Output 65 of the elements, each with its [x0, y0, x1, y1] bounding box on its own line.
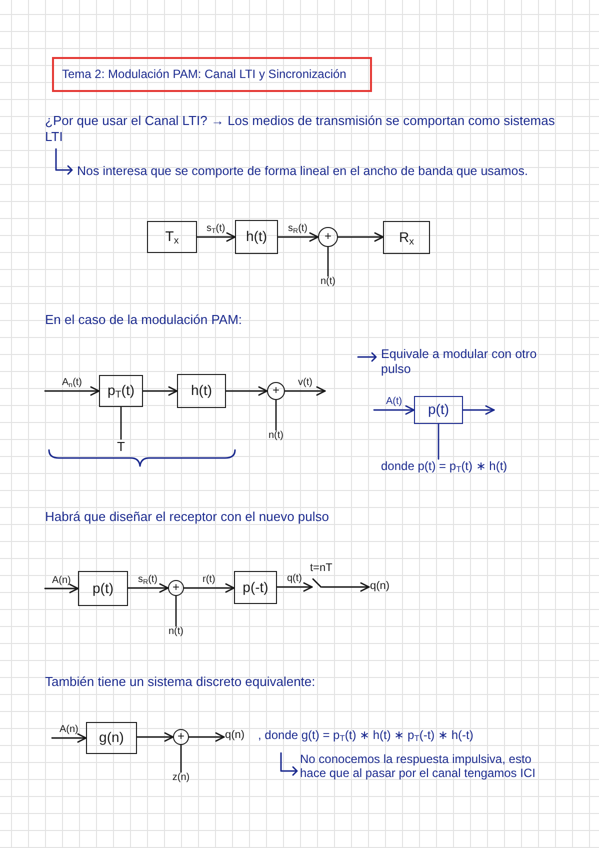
signal-label: n(t) [268, 430, 284, 442]
block-box: T$_{x}$ [147, 221, 197, 253]
arrow [225, 386, 268, 396]
edge-label: s$_{R}$(t) [287, 223, 309, 235]
arrow [136, 732, 174, 742]
note-text: No conocemos la respuesta impulsiva, esto hace que al pasar por el canal tengamos ICI [300, 752, 536, 781]
block-box: p(t) [78, 571, 128, 606]
note-text: Equivale a modular con otro pulso [381, 347, 538, 377]
arrow [462, 405, 495, 415]
block-box: R$_{x}$ [383, 221, 430, 254]
arrow [183, 583, 235, 593]
connector-line [327, 246, 329, 277]
arrow [127, 583, 169, 593]
question-text: ¿Por que usar el Canal LTI? → Los medios de transmisión se comportan como sistemas LTI [45, 113, 556, 144]
edge-label: r(t) [202, 574, 216, 586]
section-heading: Habrá que diseñar el receptor con el nuevo pulso [45, 509, 330, 525]
adder-circle: + [267, 382, 285, 400]
signal-label: T [116, 439, 126, 455]
section-heading: También tiene un sistema discreto equivalente: [45, 674, 316, 690]
signal-label: n(t) [320, 276, 336, 288]
connector-line [120, 406, 122, 440]
arrow [44, 386, 100, 396]
connector-line [275, 399, 277, 431]
edge-label: v(t) [297, 377, 314, 389]
block-box: h(t) [235, 220, 278, 254]
signal-label: q(n) [369, 580, 391, 594]
connector-line [175, 595, 177, 627]
edge-label: A(n) [51, 574, 72, 586]
block-box: p(-t) [234, 571, 277, 604]
edge-label: A(n) [58, 724, 80, 736]
arrow [284, 386, 326, 396]
connector-line [438, 423, 440, 460]
block-box: p$_{T}$(t) [99, 375, 143, 407]
signal-label: z(n) [171, 772, 191, 784]
adder-circle: + [173, 729, 189, 745]
signal-label: q(n) [224, 729, 246, 742]
edge-label: A$_{n}$(t) [61, 377, 84, 389]
title: Tema 2: Modulación PAM: Canal LTI y Sincronización [52, 57, 372, 92]
block-box: p(t) [414, 396, 463, 424]
formula-text: donde p(t) = p$_{T}$(t) ∗ h(t) [380, 459, 508, 474]
arrow [51, 733, 87, 743]
formula-text: , donde g(t) = p$_{T}$(t) ∗ h(t) ∗ p$_{T}$(-t) ∗ h(-t) [258, 728, 474, 742]
section-heading: En el caso de la modulación PAM: [45, 312, 242, 328]
edge-label: A(t) [385, 396, 404, 408]
arrow [188, 732, 225, 742]
block-box: h(t) [177, 374, 226, 408]
arrow [337, 232, 384, 242]
arrow [44, 584, 79, 594]
arrow [321, 582, 370, 592]
edge-label: s$_{R}$(t) [137, 574, 159, 586]
arrow [196, 232, 236, 242]
adder-circle: + [168, 580, 184, 596]
edge-label: s$_{T}$(t) [206, 223, 226, 235]
block-box: g(n) [86, 722, 137, 754]
sampling-label: t=nT [309, 562, 334, 576]
adder-circle: + [318, 227, 338, 247]
arrow [276, 582, 313, 592]
connector-line [180, 744, 182, 773]
arrow [142, 386, 178, 396]
arrow [277, 232, 319, 242]
arrow [373, 405, 415, 415]
signal-label: n(t) [168, 626, 184, 638]
edge-label: q(t) [286, 573, 303, 585]
note-text: Nos interesa que se comporte de forma lineal en el ancho de banda que usamos. [77, 164, 528, 179]
sampler-switch [312, 578, 322, 588]
